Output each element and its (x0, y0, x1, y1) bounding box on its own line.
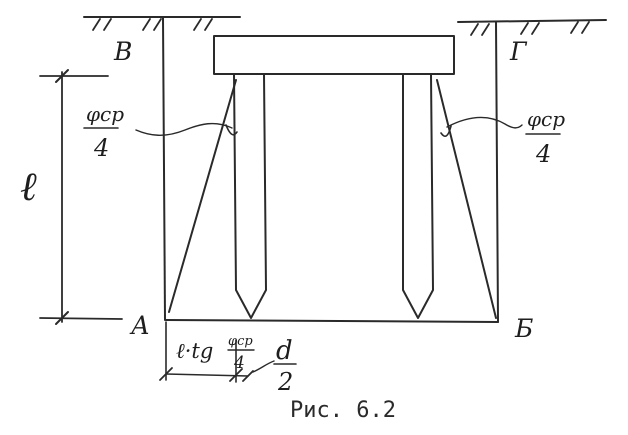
ground-surface-left (83, 16, 241, 31)
ground-surface-right (457, 19, 607, 36)
half-width-denominator: 2 (277, 368, 293, 396)
boundary-left-vertical (162, 17, 166, 321)
base-line (165, 319, 499, 323)
length-dimension (39, 69, 123, 325)
pile-right (402, 73, 434, 319)
angle-right-numerator: φср (527, 107, 565, 131)
half-width-numerator: d (276, 336, 293, 366)
angle-arc-right (440, 125, 452, 138)
angle-left-numerator: φср (86, 102, 124, 126)
offset-fraction-numerator: φср (228, 334, 253, 349)
figure-caption: Рис. 6.2 (290, 398, 396, 423)
label-corner-bottom-right: Б (514, 314, 533, 343)
angle-right-denominator: 4 (535, 140, 551, 168)
offset-dimension (159, 321, 275, 383)
angle-leader-right (446, 116, 523, 129)
spread-line-right (436, 79, 497, 319)
angle-arc-left (225, 124, 238, 136)
boundary-right-vertical (495, 21, 499, 323)
pile-cap (213, 35, 455, 75)
label-length: ℓ (20, 164, 37, 210)
spread-line-left (168, 79, 237, 313)
offset-fraction-denominator: 4 (233, 353, 245, 373)
label-corner-bottom-left: А (129, 311, 150, 340)
label-corner-top-left: В (113, 37, 132, 66)
label-corner-top-right: Г (509, 37, 528, 66)
pile-left (233, 73, 267, 319)
offset-expression: ℓ·tg (176, 339, 213, 363)
angle-leader-left (135, 122, 233, 136)
angle-left-denominator: 4 (93, 134, 109, 162)
